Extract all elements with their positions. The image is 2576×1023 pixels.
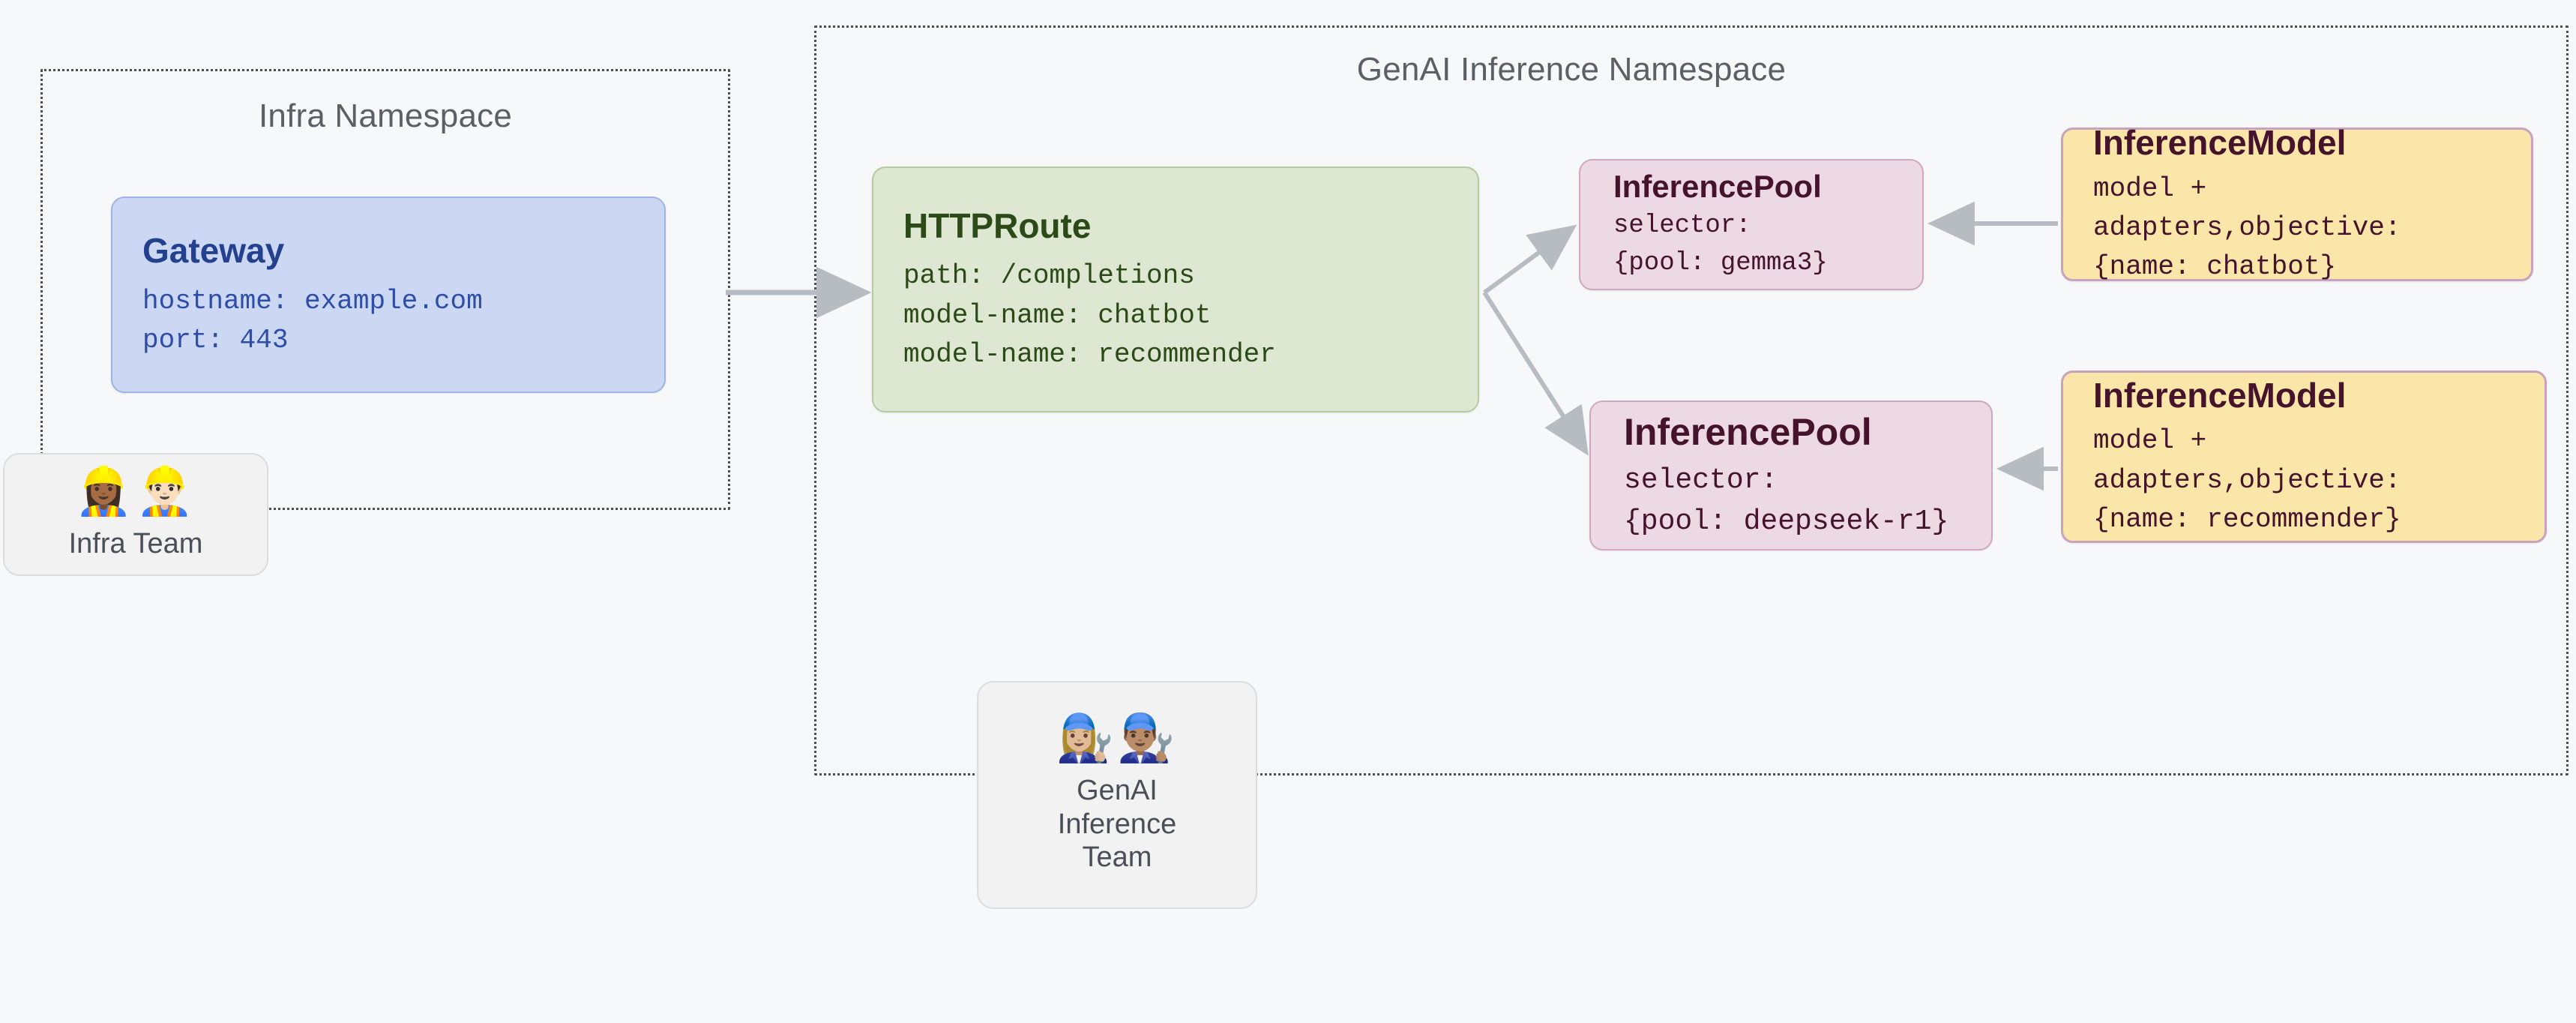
gateway-body: hostname: example.com port: 443 xyxy=(142,285,483,356)
construction-workers-icon: 👷🏾‍♀️👷🏻‍♂️ xyxy=(74,465,197,518)
inferencemodel-chatbot-title: InferenceModel xyxy=(2093,123,2347,163)
inferencepool-deepseek-r1-title: InferencePool xyxy=(1624,410,1872,453)
genai-inference-team-card[interactable]: 👩🏼‍🔧👨🏽‍🔧 GenAI Inference Team xyxy=(977,681,1257,909)
gateway-node[interactable]: Gateway hostname: example.com port: 443 xyxy=(111,196,666,393)
inferencepool-gemma3-node[interactable]: InferencePool selector: {pool: gemma3} xyxy=(1579,159,1924,290)
inferencepool-deepseek-r1-node[interactable]: InferencePool selector: {pool: deepseek-… xyxy=(1589,400,1993,550)
inferencemodel-recommender-body: model + adapters,objective: {name: recom… xyxy=(2093,425,2401,535)
gateway-title: Gateway xyxy=(142,231,285,271)
inferencemodel-chatbot-node[interactable]: InferenceModel model + adapters,objectiv… xyxy=(2061,123,2533,282)
genai-namespace-title: GenAI Inference Namespace xyxy=(1356,51,1787,88)
inferencepool-gemma3-body: selector: {pool: gemma3} xyxy=(1613,212,1828,278)
httproute-body: path: /completions model-name: chatbot m… xyxy=(903,260,1276,370)
genai-namespace-boundary xyxy=(814,26,2569,776)
httproute-node[interactable]: HTTPRoute path: /completions model-name:… xyxy=(872,166,1479,412)
infra-namespace-title: Infra Namespace xyxy=(258,98,513,134)
infra-team-label: Infra Team xyxy=(68,527,203,560)
inferencemodel-recommender-node[interactable]: InferenceModel model + adapters,objectiv… xyxy=(2061,370,2547,543)
inferencemodel-chatbot-body: model + adapters,objective: {name: chatb… xyxy=(2093,172,2401,283)
inferencemodel-recommender-title: InferenceModel xyxy=(2093,375,2347,415)
genai-inference-team-label: GenAI Inference Team xyxy=(1057,774,1177,874)
inferencepool-gemma3-title: InferencePool xyxy=(1613,168,1822,204)
inferencepool-deepseek-r1-body: selector: {pool: deepseek-r1} xyxy=(1624,464,1949,538)
infra-namespace-boundary xyxy=(40,69,730,510)
httproute-title: HTTPRoute xyxy=(903,206,1092,245)
infra-team-card[interactable]: 👷🏾‍♀️👷🏻‍♂️ Infra Team xyxy=(3,453,268,576)
mechanics-icon: 👩🏼‍🔧👨🏽‍🔧 xyxy=(1056,712,1179,764)
